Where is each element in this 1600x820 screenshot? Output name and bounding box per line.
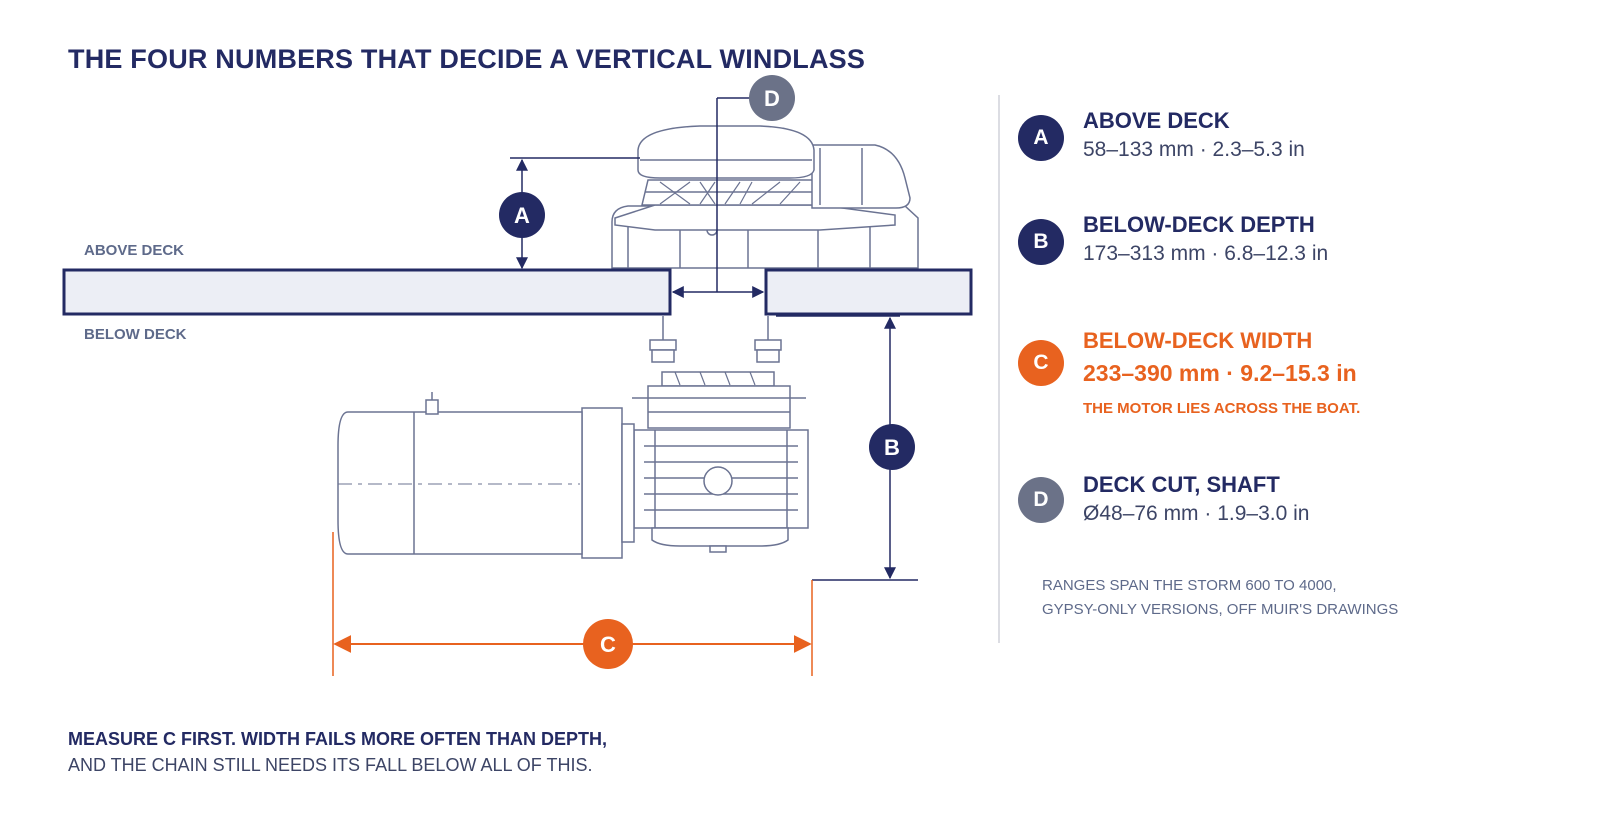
deck bbox=[62, 268, 973, 316]
marker-a bbox=[499, 192, 545, 238]
motor-cover bbox=[811, 144, 911, 209]
badge-a: A bbox=[1018, 115, 1064, 161]
marker-c-text: C bbox=[600, 632, 616, 657]
dimension-d: D bbox=[671, 75, 795, 298]
dimension-c: C bbox=[332, 532, 813, 676]
dimension-a: A bbox=[499, 157, 640, 271]
legend-range-b: 173–313 mm · 6.8–12.3 in bbox=[1083, 242, 1329, 265]
source-note: RANGES SPAN THE STORM 600 TO 4000, GYPSY… bbox=[1042, 574, 1398, 622]
motor-body bbox=[337, 411, 583, 555]
divider bbox=[998, 95, 1000, 643]
badge-c: C bbox=[1018, 340, 1064, 386]
legend-range-a: 58–133 mm · 2.3–5.3 in bbox=[1083, 138, 1305, 161]
legend-title-b: BELOW-DECK DEPTH bbox=[1083, 212, 1315, 237]
stud-nut-left bbox=[649, 339, 677, 351]
below-deck-label: BELOW DECK bbox=[84, 326, 187, 343]
badge-b: B bbox=[1018, 219, 1064, 265]
windlass-head bbox=[611, 125, 919, 269]
motor-flange bbox=[581, 407, 623, 559]
windlass-diagram: ABOVE DECK BELOW DECK bbox=[62, 75, 973, 676]
legend-title-c: BELOW-DECK WIDTH bbox=[1083, 328, 1313, 353]
windlass-below-deck bbox=[337, 316, 809, 559]
caption: MEASURE C FIRST. WIDTH FAILS MORE OFTEN … bbox=[68, 726, 607, 778]
legend-title-a: ABOVE DECK bbox=[1083, 108, 1230, 133]
source-note-line-1: RANGES SPAN THE STORM 600 TO 4000, bbox=[1042, 577, 1337, 594]
dimension-b: B bbox=[776, 315, 918, 581]
legend-range-c: 233–390 mm · 9.2–15.3 in bbox=[1083, 360, 1357, 386]
caption-line-1: MEASURE C FIRST. WIDTH FAILS MORE OFTEN … bbox=[68, 729, 607, 749]
deck-slab-right bbox=[764, 268, 973, 316]
legend-title-d: DECK CUT, SHAFT bbox=[1083, 472, 1280, 497]
marker-d bbox=[749, 75, 795, 121]
marker-c bbox=[583, 619, 633, 669]
caption-line-2: AND THE CHAIN STILL NEEDS ITS FALL BELOW… bbox=[68, 755, 593, 775]
legend-note-c: THE MOTOR LIES ACROSS THE BOAT. bbox=[1083, 400, 1361, 417]
marker-b bbox=[869, 424, 915, 470]
dome-cap bbox=[637, 125, 815, 179]
marker-d-text: D bbox=[764, 86, 780, 111]
source-note-line-2: GYPSY-ONLY VERSIONS, OFF MUIR'S DRAWINGS bbox=[1042, 601, 1399, 618]
stud-nut-right bbox=[754, 339, 782, 351]
legend-range-d: Ø48–76 mm · 1.9–3.0 in bbox=[1083, 502, 1310, 525]
badge-d: D bbox=[1018, 477, 1064, 523]
above-deck-label: ABOVE DECK bbox=[84, 242, 184, 259]
marker-b-text: B bbox=[884, 435, 900, 460]
page-title: THE FOUR NUMBERS THAT DECIDE A VERTICAL … bbox=[68, 44, 866, 74]
deck-slab-left bbox=[62, 268, 672, 316]
marker-a-text: A bbox=[514, 203, 530, 228]
